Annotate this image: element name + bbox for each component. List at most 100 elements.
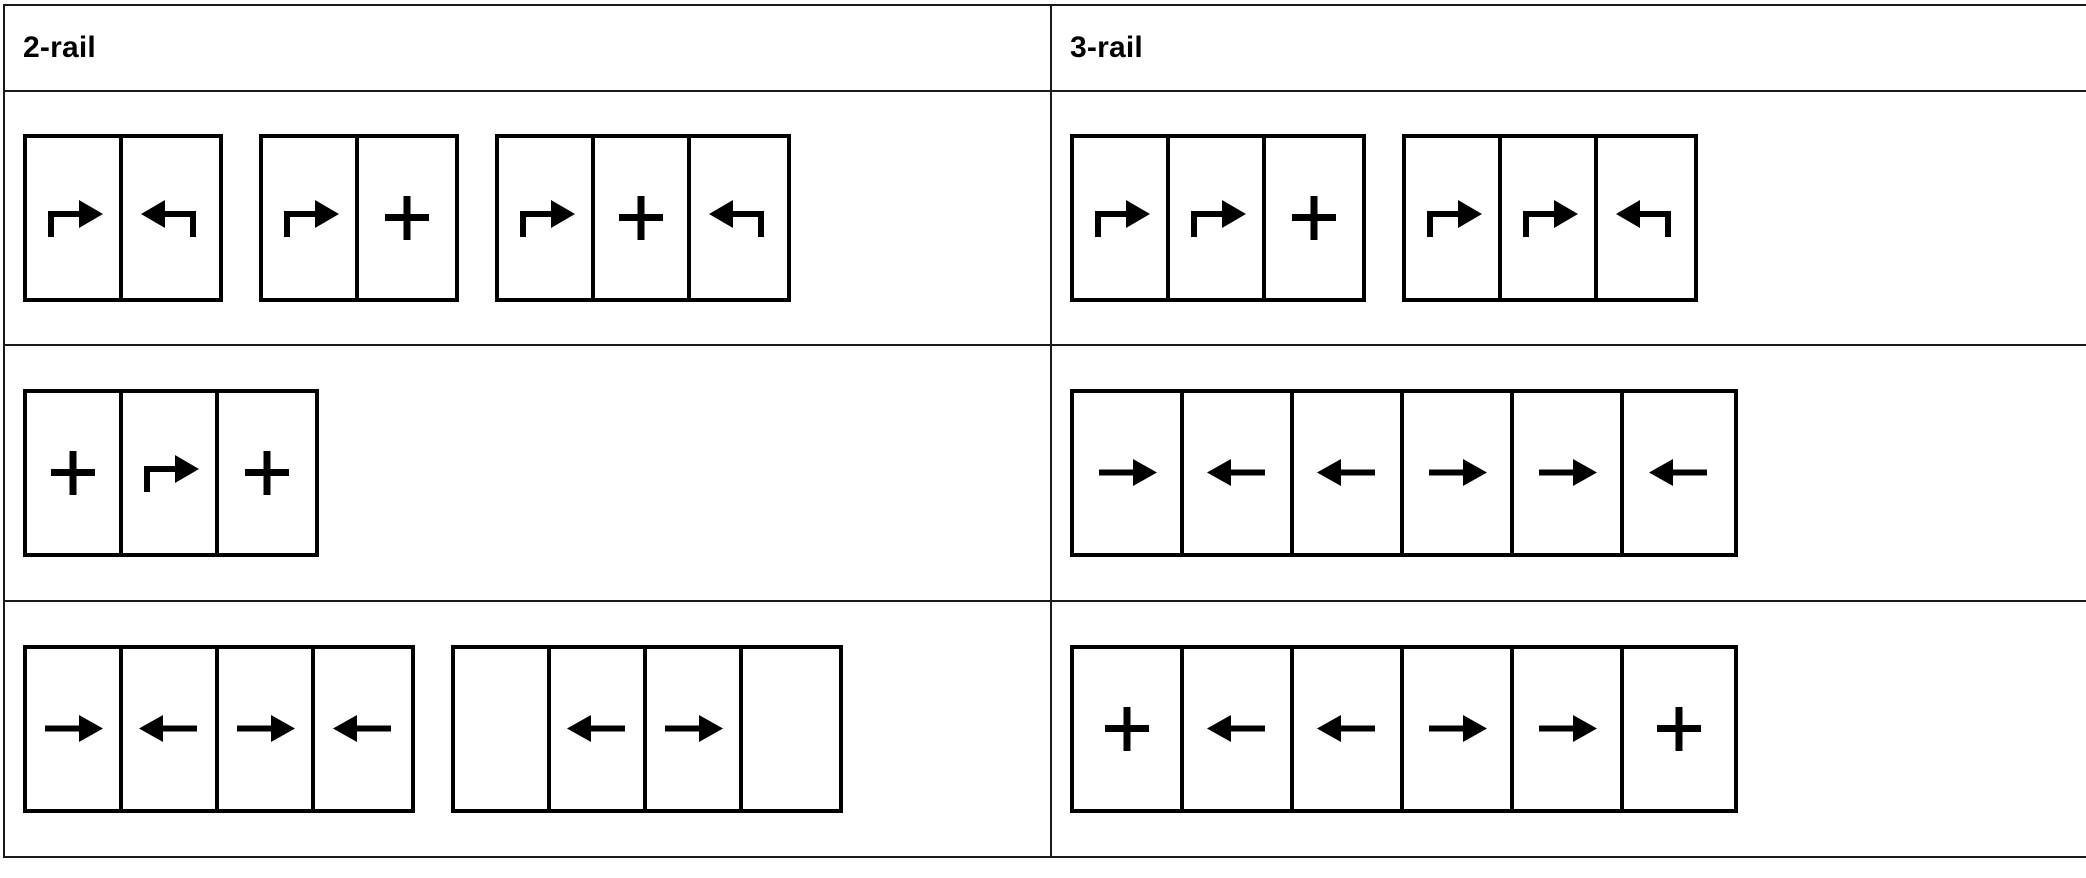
elbow-arrow-right-icon	[284, 200, 339, 237]
rail-figure	[495, 134, 791, 302]
elbow-arrow-left-icon	[709, 200, 764, 237]
rail-compartment	[315, 649, 411, 809]
rail-compartment	[1624, 649, 1734, 809]
rail-compartment	[1170, 138, 1266, 298]
arrow-right-icon	[1429, 715, 1487, 742]
cell-2rail-row1	[3, 90, 1052, 346]
arrow-right-icon	[237, 715, 295, 742]
plus-icon	[1657, 707, 1701, 751]
arrow-right-icon	[1099, 459, 1157, 486]
table-row	[3, 90, 2086, 346]
arrow-right-icon	[1539, 459, 1597, 486]
rail-diagram-page: 2-rail 3-rail	[0, 4, 2086, 878]
elbow-arrow-left-icon	[141, 200, 196, 237]
rail-compartment	[123, 649, 219, 809]
rail-figure	[451, 645, 843, 813]
column-title-3rail: 3-rail	[1070, 31, 1143, 64]
rail-figure	[1070, 645, 1738, 813]
rail-compartment	[27, 649, 123, 809]
table-row	[3, 344, 2086, 602]
elbow-arrow-right-icon	[1427, 200, 1482, 237]
plus-icon	[245, 451, 289, 495]
rail-compartment	[551, 649, 647, 809]
rail-compartment	[1184, 393, 1294, 553]
rail-compartment	[27, 138, 123, 298]
rail-compartment	[1514, 393, 1624, 553]
figure-strip	[23, 645, 1050, 813]
cell-3rail-row1	[1050, 90, 2086, 346]
table-header-row: 2-rail 3-rail	[3, 4, 2086, 92]
rail-compartment	[1074, 393, 1184, 553]
elbow-arrow-right-icon	[1523, 200, 1578, 237]
elbow-arrow-right-icon	[1191, 200, 1246, 237]
rail-compartment	[1074, 649, 1184, 809]
figure-strip	[1070, 645, 2086, 813]
rail-compartment	[219, 649, 315, 809]
arrow-left-icon	[1317, 715, 1375, 742]
figure-strip	[1070, 134, 2086, 302]
rail-compartment	[1404, 393, 1514, 553]
rail-figure	[23, 645, 415, 813]
rail-compartment	[123, 138, 219, 298]
rail-compartment	[1404, 649, 1514, 809]
rail-compartment	[595, 138, 691, 298]
column-title-2rail: 2-rail	[23, 31, 96, 64]
rail-compartment	[1598, 138, 1694, 298]
elbow-arrow-left-icon	[1616, 200, 1671, 237]
arrow-left-icon	[567, 715, 625, 742]
arrow-left-icon	[1207, 715, 1265, 742]
elbow-arrow-right-icon	[520, 200, 575, 237]
rail-figure	[1070, 134, 1366, 302]
rail-compartment	[1406, 138, 1502, 298]
arrow-left-icon	[1649, 459, 1707, 486]
arrow-right-icon	[45, 715, 103, 742]
table-body: 2-rail 3-rail	[3, 4, 2086, 858]
arrow-right-icon	[665, 715, 723, 742]
elbow-arrow-right-icon	[48, 200, 103, 237]
plus-icon	[1105, 707, 1149, 751]
rail-compartment	[691, 138, 787, 298]
header-cell-3rail: 3-rail	[1050, 4, 2086, 92]
rail-compartment	[1624, 393, 1734, 553]
rail-compartment	[359, 138, 455, 298]
arrow-left-icon	[139, 715, 197, 742]
rail-compartment	[1514, 649, 1624, 809]
rail-compartment	[1266, 138, 1362, 298]
plus-icon	[51, 451, 95, 495]
rail-figure	[23, 389, 319, 557]
arrow-left-icon	[1317, 459, 1375, 486]
arrow-left-icon	[1207, 459, 1265, 486]
rail-compartment	[1184, 649, 1294, 809]
plus-icon	[385, 196, 429, 240]
arrow-right-icon	[1539, 715, 1597, 742]
figure-strip	[23, 134, 1050, 302]
cell-2rail-row2	[3, 344, 1052, 602]
rail-compartment	[647, 649, 743, 809]
rail-figure	[1402, 134, 1698, 302]
rail-compartment	[1074, 138, 1170, 298]
cell-3rail-row3	[1050, 600, 2086, 858]
rail-compartment	[455, 649, 551, 809]
rail-compartment	[219, 393, 315, 553]
rail-compartment	[1294, 393, 1404, 553]
rail-compartment	[27, 393, 123, 553]
rail-compartment	[1502, 138, 1598, 298]
plus-icon	[1292, 196, 1336, 240]
rail-compartment	[1294, 649, 1404, 809]
header-cell-2rail: 2-rail	[3, 4, 1052, 92]
cell-2rail-row3	[3, 600, 1052, 858]
figure-strip	[1070, 389, 2086, 557]
rail-comparison-table: 2-rail 3-rail	[3, 4, 2086, 858]
plus-icon	[619, 196, 663, 240]
rail-figure	[23, 134, 223, 302]
rail-compartment	[123, 393, 219, 553]
rail-figure	[259, 134, 459, 302]
rail-compartment	[743, 649, 839, 809]
rail-figure	[1070, 389, 1738, 557]
cell-3rail-row2	[1050, 344, 2086, 602]
arrow-right-icon	[1429, 459, 1487, 486]
rail-compartment	[263, 138, 359, 298]
table-row	[3, 600, 2086, 858]
elbow-arrow-right-icon	[144, 455, 199, 492]
rail-compartment	[499, 138, 595, 298]
